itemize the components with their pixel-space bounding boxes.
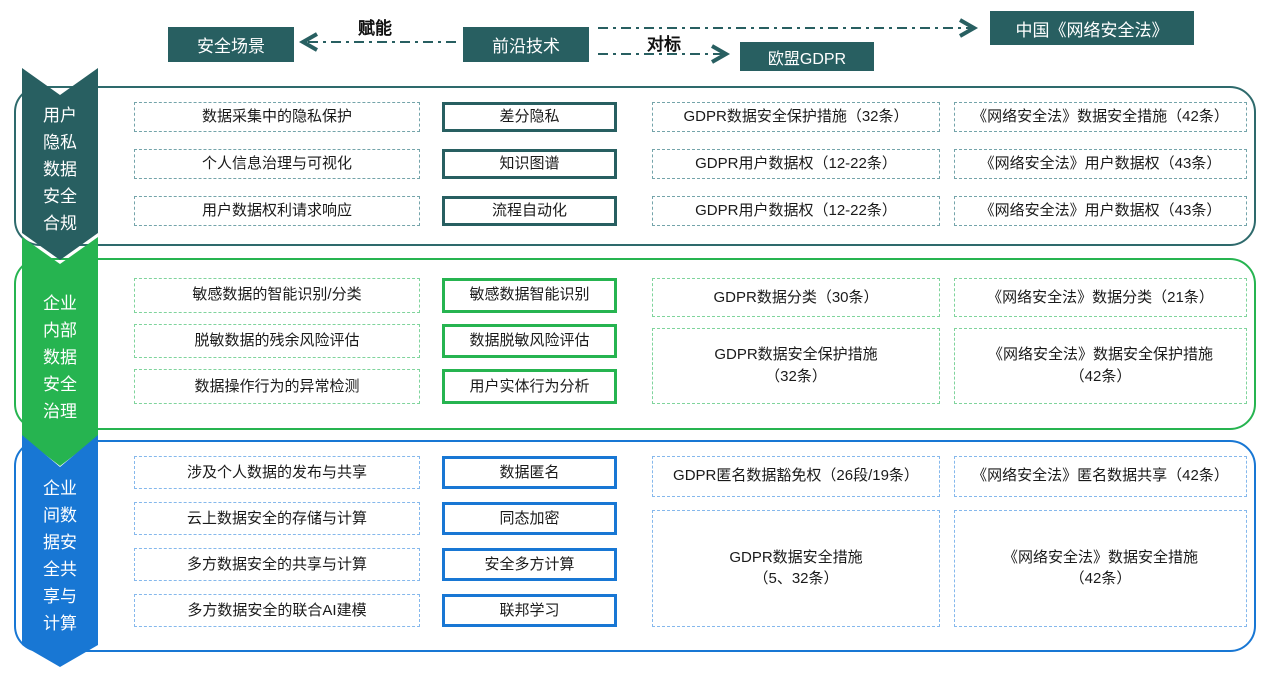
section-internal-data-governance: 敏感数据的智能识别/分类 脱敏数据的残余风险评估 数据操作行为的异常检测 敏感数…: [14, 258, 1256, 430]
empower-label: 赋能: [358, 19, 392, 38]
gdpr-article-box: GDPR匿名数据豁免权（26段/19条）: [652, 456, 940, 497]
header-box-security-scenario: 安全场景: [168, 27, 294, 62]
scenario-box: 多方数据安全的共享与计算: [134, 548, 420, 581]
section-user-privacy-compliance: 数据采集中的隐私保护 个人信息治理与可视化 用户数据权利请求响应 差分隐私 知识…: [14, 86, 1256, 246]
technology-box: 差分隐私: [442, 102, 617, 132]
law-column: 《网络安全法》数据分类（21条） 《网络安全法》数据安全保护措施 （42条）: [954, 260, 1247, 428]
scenario-column: 数据采集中的隐私保护 个人信息治理与可视化 用户数据权利请求响应: [134, 88, 420, 244]
technology-box: 同态加密: [442, 502, 617, 535]
header-box-frontier-technology: 前沿技术: [463, 27, 589, 62]
technology-box: 流程自动化: [442, 196, 617, 226]
gdpr-column: GDPR数据安全保护措施（32条） GDPR用户数据权（12-22条） GDPR…: [652, 88, 940, 244]
benchmark-label: 对标: [647, 35, 681, 54]
gdpr-article-box: GDPR数据安全保护措施 （32条）: [652, 328, 940, 404]
technology-box: 知识图谱: [442, 149, 617, 179]
law-article-box: 《网络安全法》数据安全措施（42条）: [954, 102, 1247, 132]
section-arrow-label: 企业 内部 数据 安全 治理: [43, 294, 77, 421]
gdpr-article-box: GDPR用户数据权（12-22条）: [652, 196, 940, 226]
gdpr-article-box: GDPR数据安全措施 （5、32条）: [652, 509, 940, 627]
law-article-box: 《网络安全法》数据分类（21条）: [954, 278, 1247, 317]
technology-box: 敏感数据智能识别: [442, 278, 617, 313]
section-data-sharing-computation: 涉及个人数据的发布与共享 云上数据安全的存储与计算 多方数据安全的共享与计算 多…: [14, 440, 1256, 652]
scenario-box: 云上数据安全的存储与计算: [134, 502, 420, 535]
header-box-eu-gdpr: 欧盟GDPR: [740, 42, 874, 71]
gdpr-column: GDPR数据分类（30条） GDPR数据安全保护措施 （32条）: [652, 260, 940, 428]
gdpr-article-box: GDPR用户数据权（12-22条）: [652, 149, 940, 179]
law-column: 《网络安全法》数据安全措施（42条） 《网络安全法》用户数据权（43条） 《网络…: [954, 88, 1247, 244]
scenario-box: 敏感数据的智能识别/分类: [134, 278, 420, 313]
law-article-box: 《网络安全法》用户数据权（43条）: [954, 196, 1247, 226]
technology-box: 数据脱敏风险评估: [442, 323, 617, 359]
gdpr-article-box: GDPR数据安全保护措施（32条）: [652, 102, 940, 132]
section-arrow-label: 用户 隐私 数据 安全 合规: [43, 106, 77, 233]
scenario-box: 涉及个人数据的发布与共享: [134, 456, 420, 489]
scenario-box: 多方数据安全的联合AI建模: [134, 594, 420, 627]
technology-box: 安全多方计算: [442, 548, 617, 581]
scenario-box: 数据操作行为的异常检测: [134, 369, 420, 405]
section-arrow-label: 企业 间数 据安 全共 享与 计算: [43, 479, 77, 633]
law-article-box: 《网络安全法》匿名数据共享（42条）: [954, 456, 1247, 497]
scenario-box: 脱敏数据的残余风险评估: [134, 323, 420, 359]
scenario-box: 用户数据权利请求响应: [134, 196, 420, 226]
scenario-box: 数据采集中的隐私保护: [134, 102, 420, 132]
law-article-box: 《网络安全法》数据安全措施 （42条）: [954, 509, 1247, 627]
scenario-column: 涉及个人数据的发布与共享 云上数据安全的存储与计算 多方数据安全的共享与计算 多…: [134, 442, 420, 650]
scenario-box: 个人信息治理与可视化: [134, 149, 420, 179]
technology-column: 敏感数据智能识别 数据脱敏风险评估 用户实体行为分析: [442, 260, 617, 428]
gdpr-column: GDPR匿名数据豁免权（26段/19条） GDPR数据安全措施 （5、32条）: [652, 442, 940, 650]
technology-box: 联邦学习: [442, 594, 617, 627]
scenario-column: 敏感数据的智能识别/分类 脱敏数据的残余风险评估 数据操作行为的异常检测: [134, 260, 420, 428]
technology-column: 差分隐私 知识图谱 流程自动化: [442, 88, 617, 244]
technology-box: 用户实体行为分析: [442, 369, 617, 405]
header-box-china-cybersecurity-law: 中国《网络安全法》: [990, 11, 1194, 45]
law-article-box: 《网络安全法》用户数据权（43条）: [954, 149, 1247, 179]
gdpr-article-box: GDPR数据分类（30条）: [652, 278, 940, 317]
technology-column: 数据匿名 同态加密 安全多方计算 联邦学习: [442, 442, 617, 650]
law-column: 《网络安全法》匿名数据共享（42条） 《网络安全法》数据安全措施 （42条）: [954, 442, 1247, 650]
law-article-box: 《网络安全法》数据安全保护措施 （42条）: [954, 328, 1247, 404]
technology-box: 数据匿名: [442, 456, 617, 489]
